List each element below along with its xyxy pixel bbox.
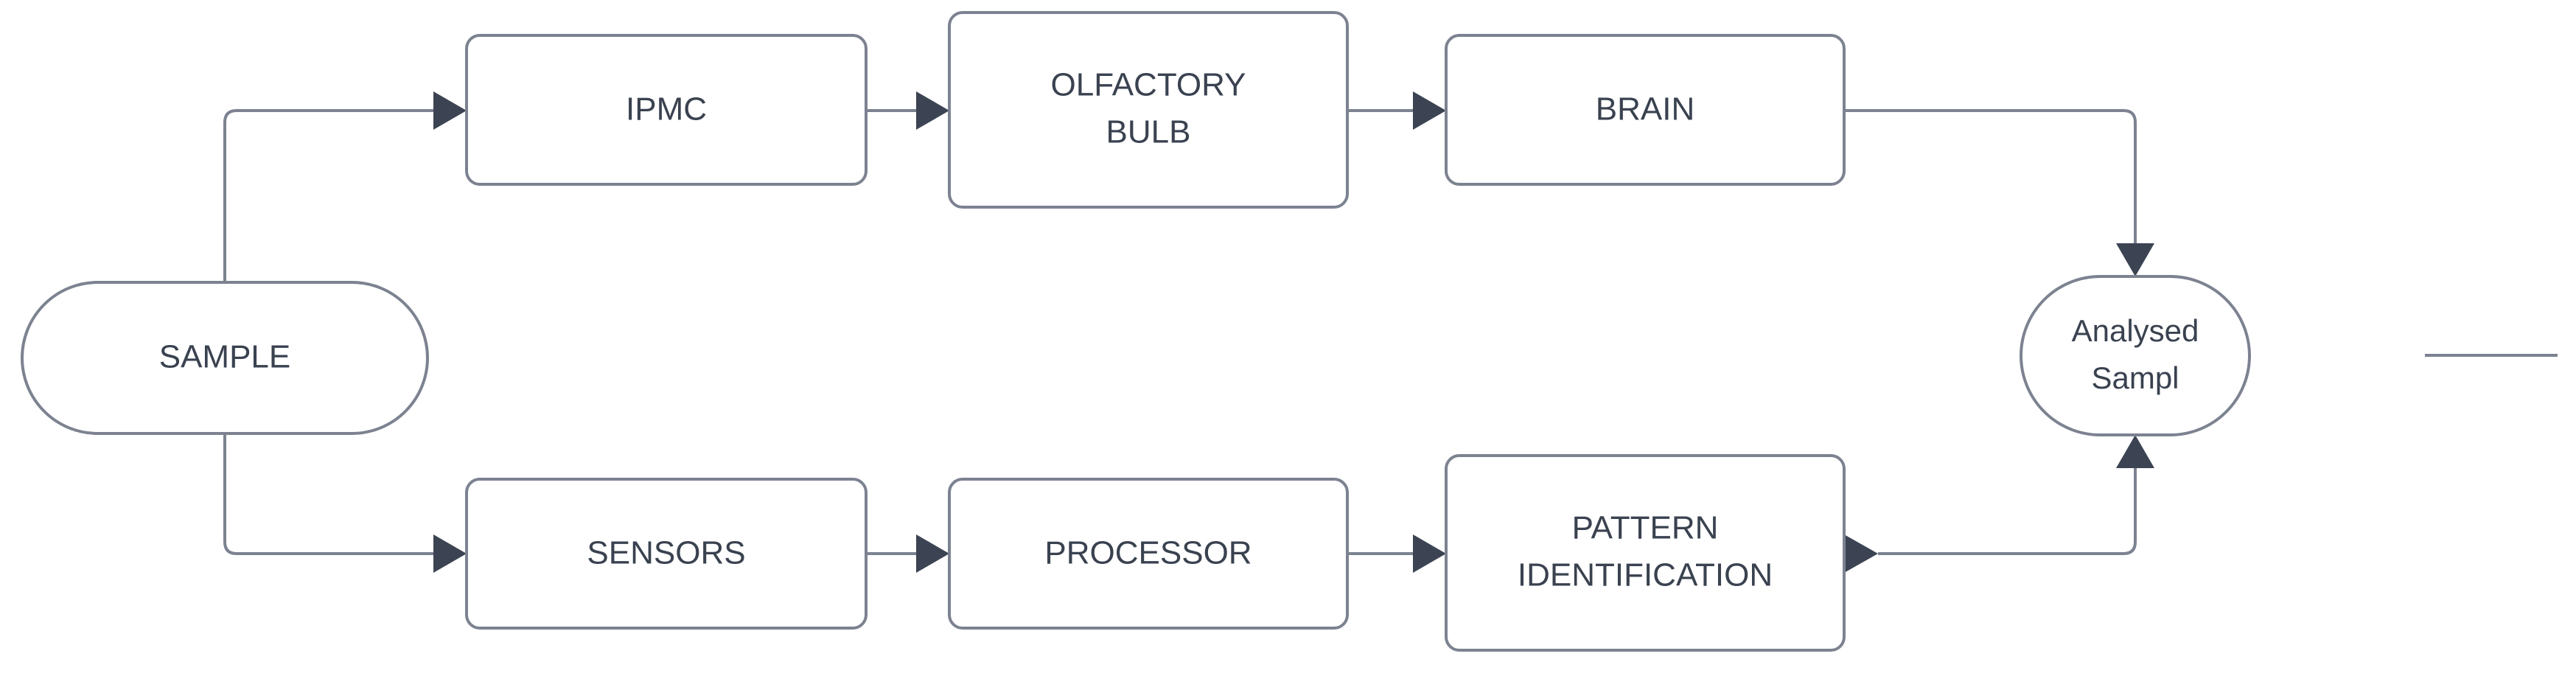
edge-processor-to-pattern-identification	[1347, 534, 1446, 573]
node-sample-label: SAMPLE	[159, 339, 291, 375]
edge-pattern-identification-to-analysed-sampl	[1844, 435, 2154, 573]
node-pattern-identification-label-line2: IDENTIFICATION	[1518, 557, 1773, 593]
edge-olfactory-bulb-to-brain	[1347, 91, 1446, 130]
node-sensors-shape	[465, 478, 868, 630]
node-olfactory-bulb-shape	[948, 11, 1349, 209]
node-processor-shape	[948, 478, 1349, 630]
node-brain-shape	[1445, 34, 1846, 186]
node-analysed-sampl[interactable]: Analysed Sampl	[2020, 275, 2251, 436]
edge-sample-to-sensors	[223, 433, 467, 573]
node-olfactory-bulb-label-line2: BULB	[1106, 114, 1191, 150]
node-processor[interactable]: PROCESSOR	[948, 478, 1349, 630]
node-ipmc[interactable]: IPMC	[465, 34, 868, 186]
node-sample[interactable]: SAMPLE	[21, 281, 429, 435]
node-analysed-sampl-label-line2: Sampl	[2091, 360, 2179, 395]
edge-sample-to-ipmc	[223, 91, 467, 282]
node-processor-label: PROCESSOR	[1044, 535, 1252, 571]
node-ipmc-shape	[465, 34, 868, 186]
node-olfactory-bulb-label-line1: OLFACTORY	[1051, 67, 1246, 103]
node-brain[interactable]: BRAIN	[1445, 34, 1846, 186]
node-sensors[interactable]: SENSORS	[465, 478, 868, 630]
node-pattern-identification-label-line1: PATTERN	[1572, 510, 1719, 546]
node-sample-shape	[21, 281, 429, 435]
node-analysed-sampl-shape	[2020, 275, 2251, 436]
node-pattern-identification[interactable]: PATTERN IDENTIFICATION	[1445, 454, 1846, 652]
edge-sensors-to-processor	[866, 534, 949, 573]
node-brain-label: BRAIN	[1596, 91, 1694, 128]
node-analysed-sampl-label-line1: Analysed	[2072, 313, 2199, 348]
node-olfactory-bulb[interactable]: OLFACTORY BULB	[948, 11, 1349, 209]
node-pattern-identification-shape	[1445, 454, 1846, 652]
node-sensors-label: SENSORS	[587, 535, 745, 571]
edge-brain-to-analysed-sampl	[1844, 109, 2154, 276]
edge-ipmc-to-olfactory-bulb	[866, 91, 949, 130]
node-ipmc-label: IPMC	[626, 91, 707, 128]
